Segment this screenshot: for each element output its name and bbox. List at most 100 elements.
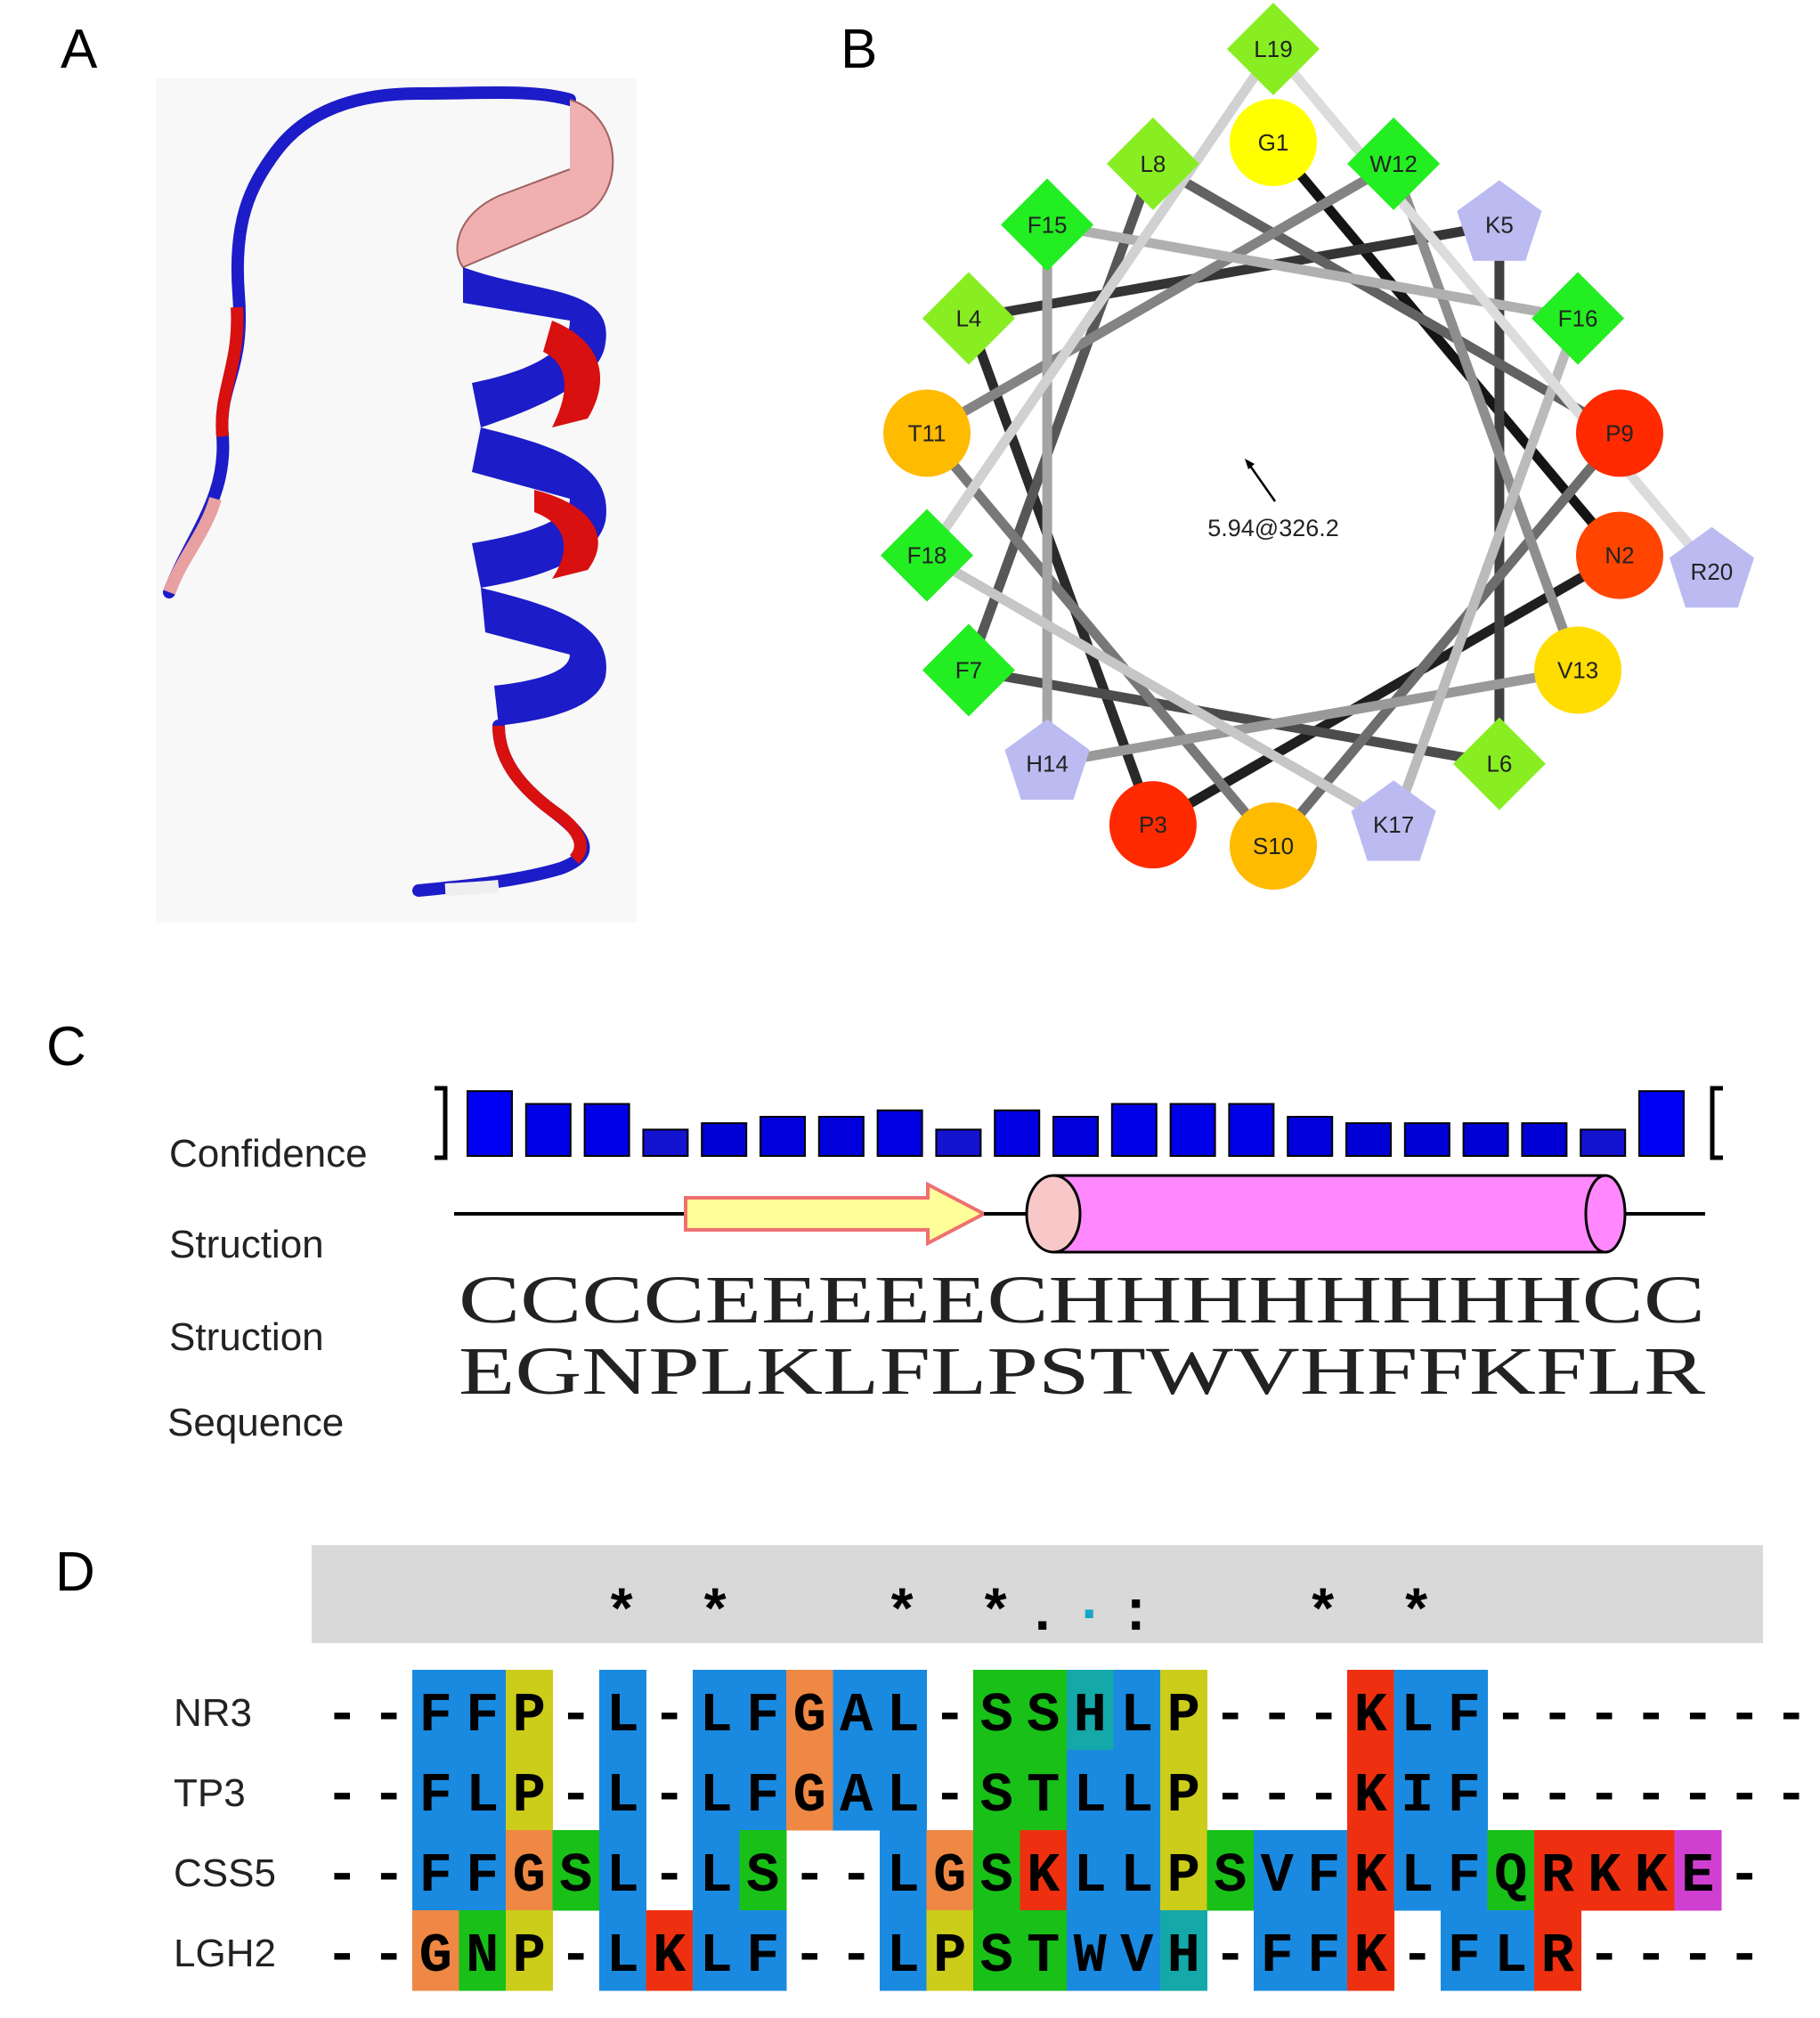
residue-l6: L6 <box>1452 717 1546 810</box>
residue-cell <box>1441 1750 1488 1831</box>
residue-char: L <box>1120 1844 1153 1908</box>
residue-char: P <box>513 1764 546 1827</box>
residue-f15: F15 <box>1001 178 1094 272</box>
residue-char: - <box>1494 1684 1527 1747</box>
wheel-link <box>963 161 1158 672</box>
residue-char: - <box>1588 1684 1621 1747</box>
confidence-bar <box>1638 1090 1685 1157</box>
residue-char: G <box>933 1844 966 1908</box>
residue-cell <box>880 1830 927 1911</box>
residue-char: - <box>1588 1764 1621 1827</box>
residue-char: S <box>980 1764 1013 1827</box>
residue-cell <box>1300 1910 1348 1991</box>
residue-char: - <box>933 1684 966 1747</box>
residue-char: - <box>372 1764 405 1827</box>
confidence-bar <box>760 1116 806 1157</box>
residue-char: L <box>466 1764 499 1827</box>
residue-cell <box>1674 1830 1722 1911</box>
sequence-string: EGNPLKLFLPSTWVHFFKFLR <box>459 1334 1705 1409</box>
wheel-link <box>1150 159 1622 438</box>
residue-char: A <box>840 1684 873 1747</box>
residue-label: F16 <box>1558 305 1598 332</box>
residue-char: - <box>1635 1924 1668 1988</box>
residue-cell <box>1254 1830 1301 1911</box>
residue-char: P <box>513 1924 546 1988</box>
confidence-bar <box>642 1128 689 1158</box>
residue-char: V <box>1261 1844 1295 1908</box>
residue-f18: F18 <box>881 509 974 602</box>
conservation-mark: · <box>1072 1583 1106 1648</box>
residue-char: - <box>1494 1764 1527 1827</box>
residue-char: - <box>840 1924 873 1988</box>
residue-pentagon <box>1457 180 1542 261</box>
residue-cell <box>1020 1750 1068 1831</box>
residue-char: - <box>372 1684 405 1747</box>
residue-char: P <box>513 1684 546 1747</box>
residue-char: K <box>1354 1684 1388 1747</box>
conservation-mark: : <box>1119 1583 1153 1648</box>
residue-cell <box>1487 1830 1535 1911</box>
residue-char: S <box>980 1684 1013 1747</box>
residue-char: - <box>653 1764 686 1827</box>
residue-char: - <box>1681 1764 1714 1827</box>
residue-char: F <box>419 1764 452 1827</box>
conservation-mark: * <box>1306 1583 1340 1648</box>
confidence-bar <box>701 1122 748 1157</box>
confidence-right-bracket <box>1710 1086 1723 1160</box>
residue-char: F <box>746 1684 779 1747</box>
residue-char: K <box>1635 1844 1669 1908</box>
residue-char: F <box>466 1844 499 1908</box>
residue-char: G <box>793 1764 826 1827</box>
residue-label: P9 <box>1605 419 1634 446</box>
confidence-bar <box>994 1109 1041 1158</box>
residue-p3: P3 <box>1109 781 1197 869</box>
residue-char: A <box>840 1764 873 1827</box>
residue-char: - <box>1588 1924 1621 1988</box>
conservation-mark: . <box>1026 1583 1060 1648</box>
moment-arrow-head <box>1245 459 1255 469</box>
confidence-bar <box>935 1128 982 1158</box>
row-label-confidence: Confidence <box>169 1132 368 1176</box>
sequence-name: NR3 <box>174 1691 252 1735</box>
residue-cell <box>1067 1750 1114 1831</box>
wheel-link <box>1150 550 1622 829</box>
residue-char: - <box>933 1764 966 1827</box>
residue-diamond <box>1001 178 1094 272</box>
residue-char: - <box>653 1684 686 1747</box>
residue-cell <box>973 1670 1020 1751</box>
structure-string: CCCCEEEEECHHHHHHHHCC <box>459 1263 1705 1338</box>
residue-char: K <box>1354 1844 1388 1908</box>
confidence-bar <box>1228 1103 1275 1157</box>
residue-char: - <box>1261 1684 1294 1747</box>
residue-char: F <box>466 1684 499 1747</box>
residue-cell <box>1067 1670 1114 1751</box>
residue-cell <box>880 1750 927 1831</box>
residue-label: P3 <box>1139 811 1167 838</box>
confidence-bar <box>817 1116 865 1157</box>
residue-char: L <box>606 1764 639 1827</box>
confidence-bar <box>1110 1103 1158 1157</box>
conservation-mark: * <box>979 1583 1012 1648</box>
residue-char: - <box>326 1764 359 1827</box>
confidence-bar <box>1521 1122 1568 1157</box>
residue-char: N <box>466 1924 499 1988</box>
wheel-link <box>1388 316 1583 827</box>
residue-char: R <box>1541 1844 1575 1908</box>
residue-char: V <box>1120 1924 1154 1988</box>
residue-label: N2 <box>1605 542 1634 569</box>
residue-cell <box>973 1750 1020 1831</box>
residue-char: L <box>1074 1764 1107 1827</box>
residue-cell <box>412 1750 459 1831</box>
residue-r20: R20 <box>1669 526 1754 608</box>
conservation-marks: ****.·:** <box>605 1583 1434 1648</box>
residue-label: L6 <box>1486 751 1512 777</box>
wheel-link <box>1046 665 1580 769</box>
conservation-header-bar <box>312 1545 1763 1643</box>
residue-cell <box>599 1750 646 1831</box>
residue-char: S <box>746 1844 779 1908</box>
residue-cell <box>599 1830 646 1911</box>
panel-label-a: A <box>61 19 98 80</box>
residue-cell <box>1160 1670 1207 1751</box>
residue-h14: H14 <box>1004 719 1090 800</box>
